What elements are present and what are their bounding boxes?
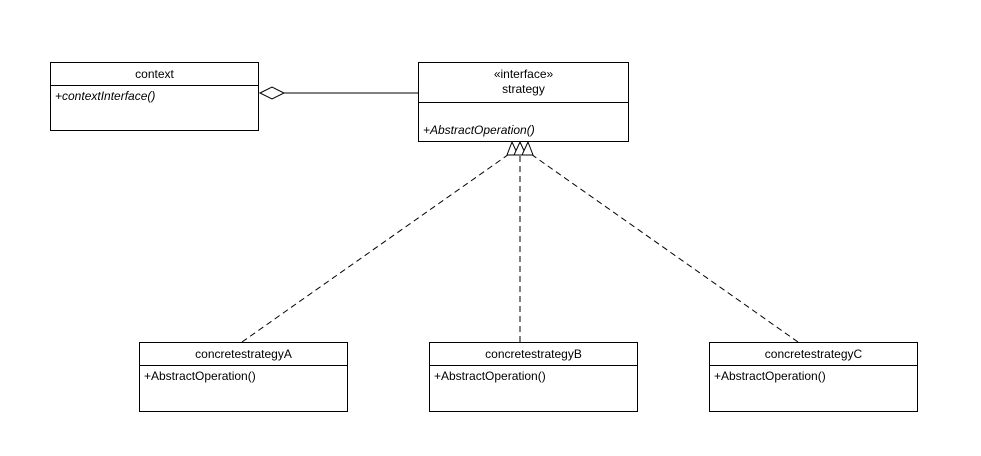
class-concretestrategy-b-name: concretestrategyB — [430, 343, 637, 366]
class-concretestrategy-c[interactable]: concretestrategyC +AbstractOperation() — [709, 342, 918, 412]
realization-line-c — [527, 151, 799, 343]
class-concretestrategy-a-operation: +AbstractOperation() — [144, 369, 256, 383]
class-concretestrategy-a[interactable]: concretestrategyA +AbstractOperation() — [139, 342, 348, 412]
class-context-name: context — [51, 63, 258, 86]
class-strategy-stereotype: «interface» — [493, 67, 554, 81]
class-concretestrategy-c-operation: +AbstractOperation() — [714, 369, 826, 383]
class-concretestrategy-c-name: concretestrategyC — [710, 343, 917, 366]
class-strategy-header: «interface» strategy — [419, 63, 628, 103]
class-concretestrategy-a-name: concretestrategyA — [140, 343, 347, 366]
realization-line-a — [241, 151, 513, 343]
class-context[interactable]: context +contextInterface() — [50, 62, 259, 131]
class-strategy-interface[interactable]: «interface» strategy +AbstractOperation(… — [418, 62, 629, 142]
class-strategy-name: strategy — [502, 82, 545, 96]
aggregation-diamond-icon — [258, 86, 286, 100]
class-strategy-operation: +AbstractOperation() — [423, 123, 535, 137]
class-concretestrategy-b[interactable]: concretestrategyB +AbstractOperation() — [429, 342, 638, 412]
realization-arrowhead-c-icon — [521, 140, 534, 156]
class-context-operation: +contextInterface() — [55, 89, 156, 103]
class-concretestrategy-b-operation: +AbstractOperation() — [434, 369, 546, 383]
